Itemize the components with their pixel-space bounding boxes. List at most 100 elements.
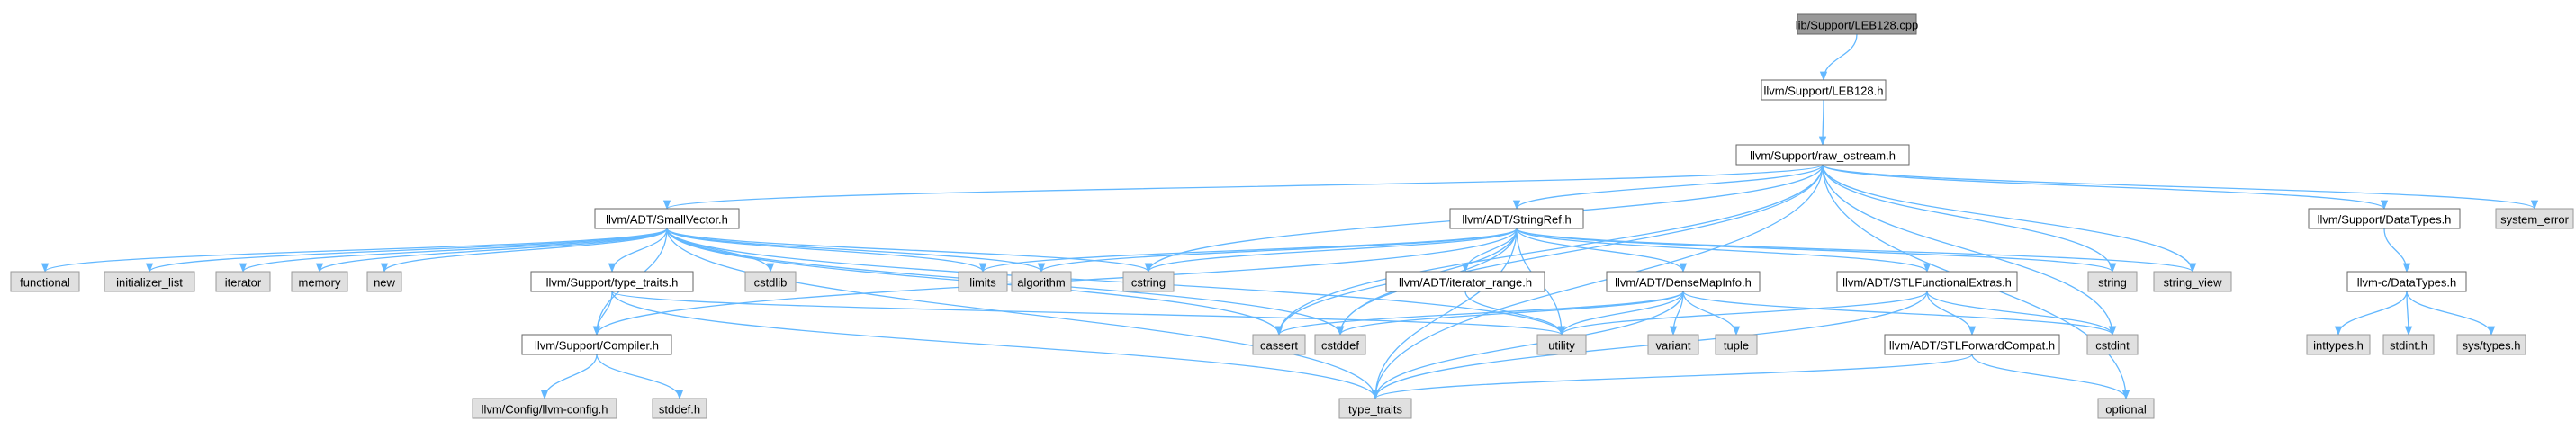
edge-raw-ostream-to-string-view [1822, 164, 2197, 273]
node-inttypes[interactable]: inttypes.h [2306, 334, 2371, 355]
node-label: llvm/Support/type_traits.h [546, 276, 679, 290]
node-functional[interactable]: functional [10, 271, 80, 292]
node-label: llvm-c/DataTypes.h [2357, 276, 2457, 290]
node-string[interactable]: string [2087, 271, 2138, 292]
node-box [2495, 208, 2574, 229]
node-cstdlib[interactable]: cstdlib [744, 271, 797, 292]
node-box [1536, 334, 1587, 355]
edge-stlforward-to-optional [1971, 354, 2130, 400]
node-sys-types[interactable]: sys/types.h [2456, 334, 2526, 355]
edge-type-traits-h-to-utility [611, 291, 1565, 336]
node-box [1735, 144, 1910, 166]
node-utility[interactable]: utility [1536, 334, 1587, 355]
node-box [215, 271, 271, 292]
node-cstdint[interactable]: cstdint [2086, 334, 2139, 355]
node-label: type_traits [1348, 403, 1402, 417]
node-label: inttypes.h [2313, 339, 2364, 353]
node-datatypes[interactable]: llvm/Support/DataTypes.h [2308, 208, 2461, 229]
node-label: iterator [225, 276, 262, 290]
edge-stlfunctional-to-stlforward [1926, 291, 1977, 336]
node-system-error[interactable]: system_error [2495, 208, 2574, 229]
node-iterator[interactable]: iterator [215, 271, 271, 292]
edge-smallvector-to-utility [666, 228, 1566, 336]
node-label: lib/Support/LEB128.cpp [1796, 19, 1919, 32]
edge-c-datatypes-to-stdint [2404, 291, 2413, 336]
node-tuple[interactable]: tuple [1715, 334, 1758, 355]
edge-stringref-to-stlfunctional [1516, 228, 1931, 273]
node-cassert[interactable]: cassert [1252, 334, 1306, 355]
node-string-view[interactable]: string_view [2153, 271, 2232, 292]
node-box [1647, 334, 1699, 355]
edge-raw-ostream-to-cassert [1274, 164, 1824, 336]
edge-raw-ostream-to-smallvector [663, 164, 1824, 211]
node-raw-ostream[interactable]: llvm/Support/raw_ostream.h [1735, 144, 1910, 166]
node-label: string [2098, 276, 2127, 290]
node-label: new [374, 276, 395, 290]
edge-stringref-to-string [1516, 228, 2116, 273]
node-box [10, 271, 80, 292]
node-smallvector[interactable]: llvm/ADT/SmallVector.h [594, 208, 740, 229]
node-box [958, 271, 1008, 292]
edge-stringref-to-algorithm [1038, 228, 1518, 273]
node-box [1385, 271, 1545, 292]
node-memory[interactable]: memory [291, 271, 348, 292]
node-compiler[interactable]: llvm/Support/Compiler.h [521, 334, 672, 355]
node-box [1122, 271, 1175, 292]
node-label: utility [1548, 339, 1575, 353]
node-label: llvm/Config/llvm-config.h [482, 403, 608, 417]
node-box [2382, 334, 2435, 355]
node-box [1797, 13, 1917, 35]
node-box [2153, 271, 2232, 292]
node-stlforward[interactable]: llvm/ADT/STLForwardCompat.h [1884, 334, 2060, 355]
node-leb128-h[interactable]: llvm/Support/LEB128.h [1761, 79, 1887, 101]
edge-raw-ostream-to-cstddef [1336, 164, 1824, 336]
edge-smallvector-to-iterator [239, 228, 668, 273]
node-box [2456, 334, 2526, 355]
node-optional[interactable]: optional [2097, 398, 2155, 419]
node-c-datatypes[interactable]: llvm-c/DataTypes.h [2346, 271, 2467, 292]
node-limits[interactable]: limits [958, 271, 1008, 292]
edge-stlforward-to-type-traits [1372, 354, 1973, 400]
node-leb128-cpp[interactable]: lib/Support/LEB128.cpp [1796, 13, 1919, 35]
node-label: string_view [2163, 276, 2222, 290]
node-box [2306, 334, 2371, 355]
node-stddef[interactable]: stddef.h [652, 398, 707, 419]
edge-stlfunctional-to-utility [1557, 291, 1928, 336]
node-box [1338, 398, 1412, 419]
node-cstddef[interactable]: cstddef [1314, 334, 1366, 355]
edge-stlfunctional-to-cstdint [1926, 291, 2117, 336]
edge-raw-ostream-to-type-traits [1371, 164, 1824, 400]
node-new[interactable]: new [366, 271, 402, 292]
node-label: llvm/Support/Compiler.h [535, 339, 659, 353]
node-variant[interactable]: variant [1647, 334, 1699, 355]
node-algorithm[interactable]: algorithm [1011, 271, 1072, 292]
node-stlfunctional[interactable]: llvm/ADT/STLFunctionalExtras.h [1836, 271, 2018, 292]
node-label: llvm/ADT/StringRef.h [1462, 213, 1571, 227]
node-cstring[interactable]: cstring [1122, 271, 1175, 292]
node-stdint[interactable]: stdint.h [2382, 334, 2435, 355]
node-label: stdint.h [2390, 339, 2427, 353]
node-stringref[interactable]: llvm/ADT/StringRef.h [1449, 208, 1584, 229]
node-box [2308, 208, 2461, 229]
edge-smallvector-to-cstdlib [666, 228, 775, 273]
node-iterator-range[interactable]: llvm/ADT/iterator_range.h [1385, 271, 1545, 292]
node-type-traits[interactable]: type_traits [1338, 398, 1412, 419]
edge-type-traits-h-to-compiler [592, 291, 613, 336]
edge-raw-ostream-to-cstdint [1822, 164, 2117, 336]
edge-densemapinfo-to-tuple [1682, 291, 1741, 336]
node-label: llvm/Support/LEB128.h [1764, 85, 1884, 98]
node-box [594, 208, 740, 229]
edge-c-datatypes-to-inttypes [2334, 291, 2408, 336]
node-box [2097, 398, 2155, 419]
node-densemapinfo[interactable]: llvm/ADT/DenseMapInfo.h [1606, 271, 1761, 292]
edge-stringref-to-type-traits [1371, 228, 1518, 400]
node-label: memory [299, 276, 341, 290]
node-type-traits-h[interactable]: llvm/Support/type_traits.h [530, 271, 694, 292]
node-box [2086, 334, 2139, 355]
node-llvm-config[interactable]: llvm/Config/llvm-config.h [472, 398, 617, 419]
node-initializer-list[interactable]: initializer_list [104, 271, 195, 292]
edge-smallvector-to-memory [315, 228, 668, 273]
node-box [1606, 271, 1761, 292]
node-box [1715, 334, 1758, 355]
